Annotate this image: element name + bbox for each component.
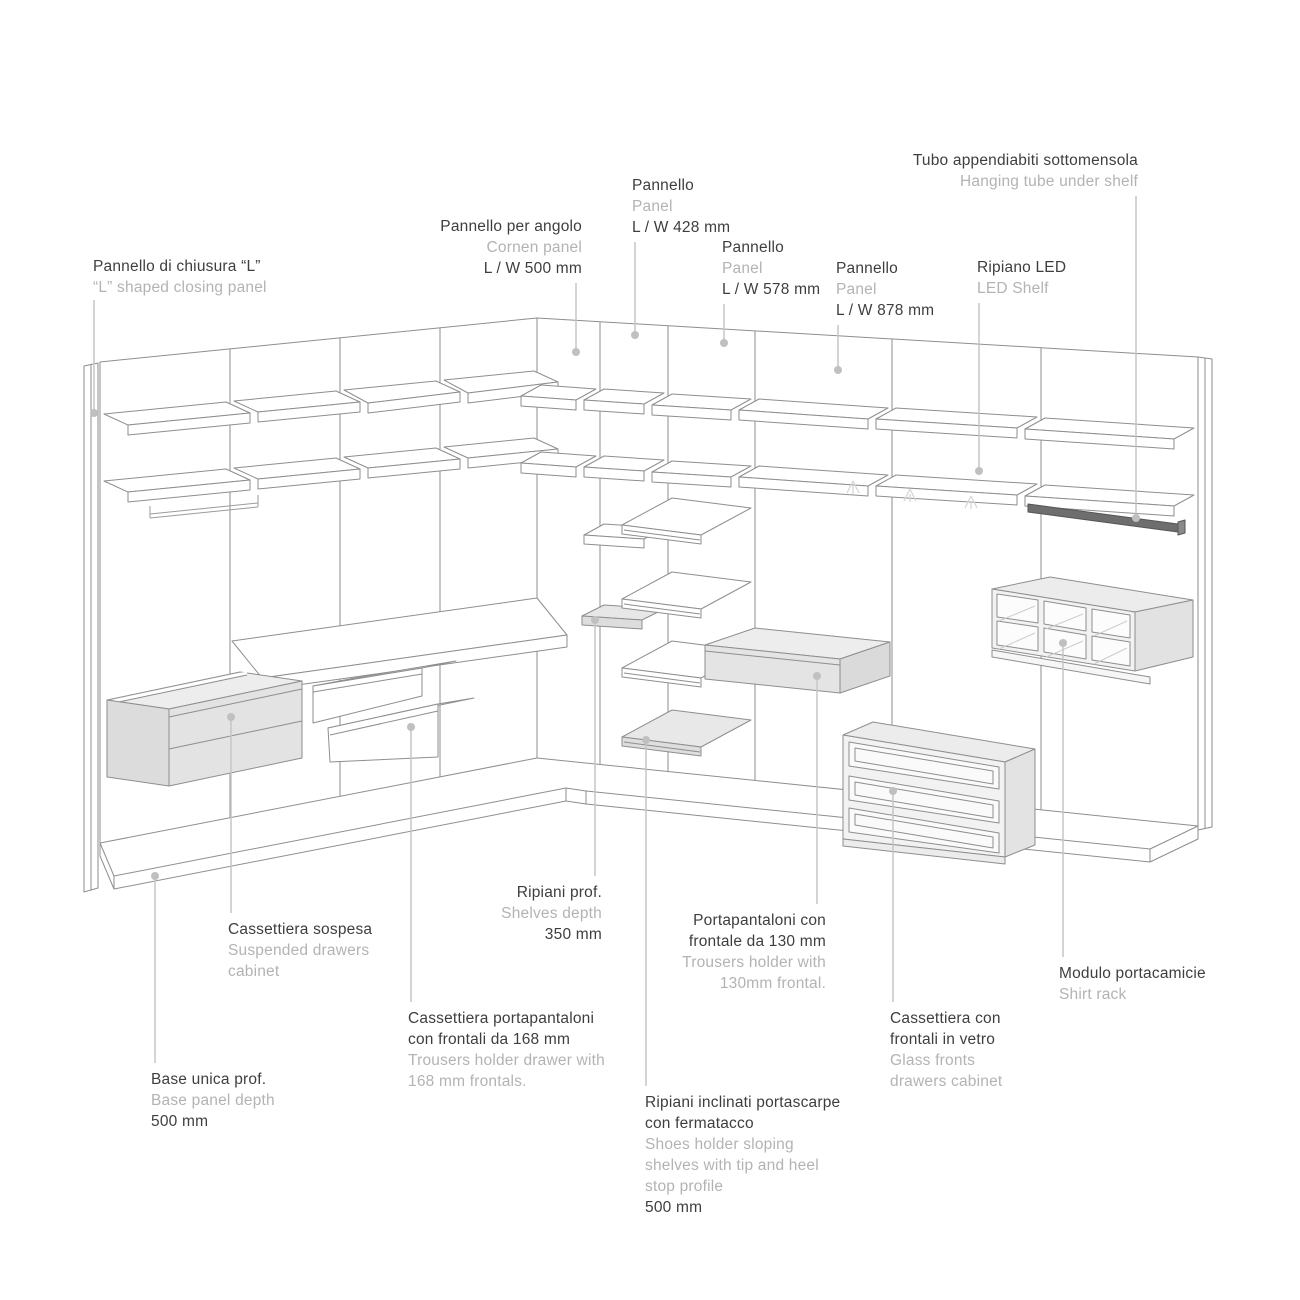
worktop-shelf xyxy=(232,598,567,690)
panel-578-text: Panel xyxy=(722,260,763,277)
shoe-shelves-label: Ripiani inclinati portascarpe con fermata… xyxy=(645,1092,840,1218)
hanging-tube-dot xyxy=(1132,514,1140,522)
shelves-depth-dot xyxy=(591,616,599,624)
corner-panel-text: Pannello per angolo xyxy=(440,218,582,235)
glass-cabinet-text: frontali in vetro xyxy=(890,1031,996,1048)
shoe-shelves-dot xyxy=(642,736,650,744)
led-ray-icon xyxy=(847,481,859,494)
closing-panel-l-dot xyxy=(90,409,98,417)
trousers-holder-130-text: 130mm frontal. xyxy=(719,975,826,992)
shelves-depth-label: Ripiani prof. Shelves depth 350 mm xyxy=(501,882,602,945)
panel-578-text: L / W 578 mm xyxy=(722,281,821,298)
panel-578-dot xyxy=(720,339,728,347)
shoe-shelves-text: 500 mm xyxy=(645,1199,703,1216)
hanging-tube-bar xyxy=(1028,504,1185,535)
trousers-holder-130-label: Portapantaloni con frontale da 130 mm Trou… xyxy=(682,910,826,994)
led-shelf-text: LED Shelf xyxy=(977,280,1049,297)
trousers-holder-130-text: Trousers holder with xyxy=(682,954,826,971)
shoe-shelves-text: stop profile xyxy=(645,1178,724,1195)
closing-panel-l-text: Pannello di chiusura “L” xyxy=(93,258,261,275)
base-panel-text: 500 mm xyxy=(151,1113,209,1130)
led-shelf-label: Ripiano LED LED Shelf xyxy=(977,257,1066,299)
glass-cabinet-text: drawers cabinet xyxy=(890,1073,1003,1090)
shirt-rack-unit xyxy=(992,577,1193,684)
trousers-holder-130-text: frontale da 130 mm xyxy=(688,933,826,950)
shirt-rack-text: Shirt rack xyxy=(1059,986,1127,1003)
glass-drawers-cabinet xyxy=(843,722,1035,864)
trousers-drawer-168-label: Cassettiera portapantaloni con frontali d… xyxy=(408,1008,605,1092)
trousers-holder-box xyxy=(705,628,890,693)
suspended-drawers-cabinet xyxy=(107,672,302,786)
shelves-depth-text: 350 mm xyxy=(544,926,602,943)
hanging-tube-text: Tubo appendiabiti sottomensola xyxy=(912,152,1138,169)
base-panel-text: Base panel depth xyxy=(151,1092,275,1109)
trousers-drawer-168-text: 168 mm frontals. xyxy=(408,1073,527,1090)
base-panel-label: Base unica prof. Base panel depth 500 mm xyxy=(151,1069,275,1132)
led-ray-icon xyxy=(965,496,977,509)
suspended-cabinet-dot xyxy=(227,713,235,721)
closing-panel-l-text: “L” shaped closing panel xyxy=(93,279,267,296)
shelves-depth-text: Shelves depth xyxy=(501,905,602,922)
corner-panel-text: Cornen panel xyxy=(486,239,582,256)
panel-428-text: L / W 428 mm xyxy=(632,219,731,236)
glass-cabinet-dot xyxy=(889,787,897,795)
corner-panel-dot xyxy=(572,348,580,356)
panel-428-text: Panel xyxy=(632,198,673,215)
panel-878-text: Pannello xyxy=(836,260,898,277)
shelves-depth-text: Ripiani prof. xyxy=(516,884,602,901)
panel-578-text: Pannello xyxy=(722,239,784,256)
suspended-cabinet-text: Cassettiera sospesa xyxy=(228,921,373,938)
base-panel-dot xyxy=(151,872,159,880)
trousers-holder-130-dot xyxy=(813,672,821,680)
glass-cabinet-text: Cassettiera con xyxy=(890,1010,1001,1027)
suspended-cabinet-text: cabinet xyxy=(228,963,280,980)
glass-cabinet-text: Glass fronts xyxy=(890,1052,976,1069)
led-shelf-text: Ripiano LED xyxy=(977,259,1067,276)
panel-878-text: Panel xyxy=(836,281,877,298)
led-shelf-dot xyxy=(975,467,983,475)
shoe-shelves-text: shelves with tip and heel xyxy=(645,1157,819,1174)
shirt-rack-text: Modulo portacamicie xyxy=(1059,965,1206,982)
shoe-shelves-text: Ripiani inclinati portascarpe xyxy=(645,1094,841,1111)
trousers-drawer-168-dot xyxy=(407,723,415,731)
trousers-drawer-168-text: Cassettiera portapantaloni xyxy=(408,1010,595,1027)
hanging-tube-text: Hanging tube under shelf xyxy=(959,173,1138,190)
base-panel-text: Base unica prof. xyxy=(151,1071,267,1088)
led-ray-icon xyxy=(904,489,916,502)
leader-lines xyxy=(90,196,1140,1086)
shoe-shelves-text: con fermatacco xyxy=(645,1115,754,1132)
left-wall-shelves xyxy=(104,371,558,502)
shirt-rack-dot xyxy=(1059,639,1067,647)
right-wall-shelves xyxy=(521,385,1194,516)
corner-panel-text: L / W 500 mm xyxy=(483,260,582,277)
panel-428-text: Pannello xyxy=(632,177,694,194)
closing-panel-l-label: Pannello di chiusura “L” “L” shaped closi… xyxy=(93,256,267,298)
shoe-shelves-text: Shoes holder sloping xyxy=(645,1136,794,1153)
panel-878-text: L / W 878 mm xyxy=(836,302,935,319)
trousers-drawer-168-text: Trousers holder drawer with xyxy=(408,1052,605,1069)
panel-878-dot xyxy=(834,366,842,374)
led-light-icon xyxy=(847,481,977,509)
trousers-drawer-168-text: con frontali da 168 mm xyxy=(408,1031,571,1048)
hanging-rod-left xyxy=(150,495,258,518)
panel-428-dot xyxy=(631,331,639,339)
trousers-drawers-168 xyxy=(313,661,474,762)
trousers-holder-130-text: Portapantaloni con xyxy=(693,912,826,929)
suspended-cabinet-text: Suspended drawers xyxy=(228,942,370,959)
